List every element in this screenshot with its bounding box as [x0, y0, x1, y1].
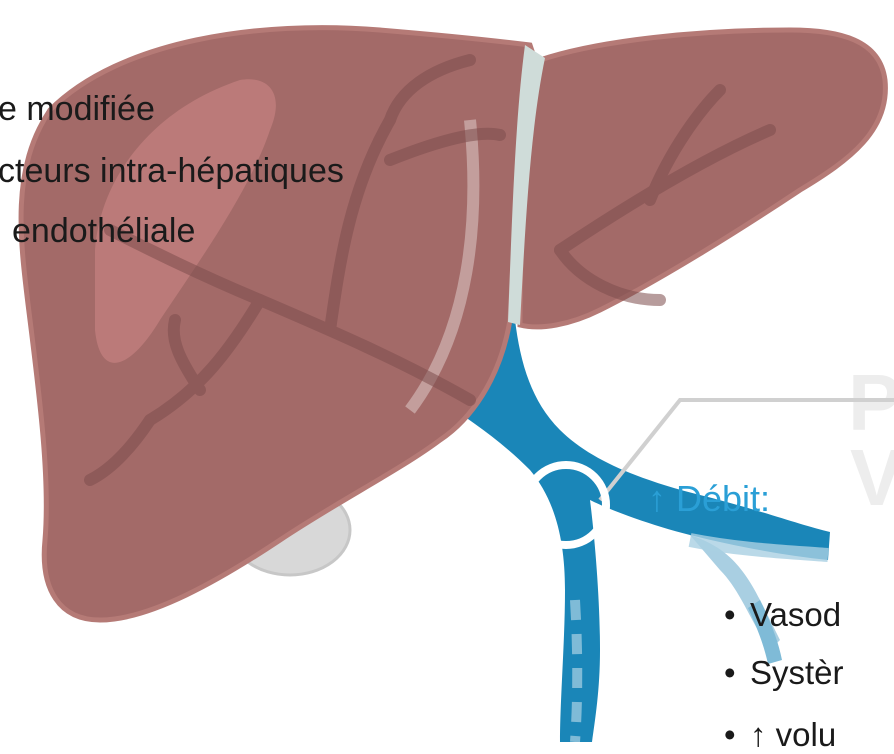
bullet-dot: •	[724, 654, 750, 692]
flow-bullet-2: •Systèr	[724, 654, 844, 692]
bullet-text: Vasod	[750, 596, 841, 633]
bullet-dot: •	[724, 716, 750, 754]
flow-bullet-1: •Vasod	[724, 596, 841, 634]
liver-label-line-1: e modifiée	[0, 92, 155, 126]
debit-label: ↑ Débit:	[648, 478, 770, 520]
liver-label-line-3: endothéliale	[12, 214, 195, 248]
flow-bullet-3: •↑ volu	[724, 716, 836, 754]
faded-heading-v: V	[850, 433, 894, 522]
liver-left-lobe	[520, 30, 885, 327]
bullet-text: ↑ volu	[750, 716, 836, 753]
liver-label-line-2: cteurs intra-hépatiques	[0, 154, 344, 188]
bullet-text: Systèr	[750, 654, 844, 691]
bullet-dot: •	[724, 596, 750, 634]
